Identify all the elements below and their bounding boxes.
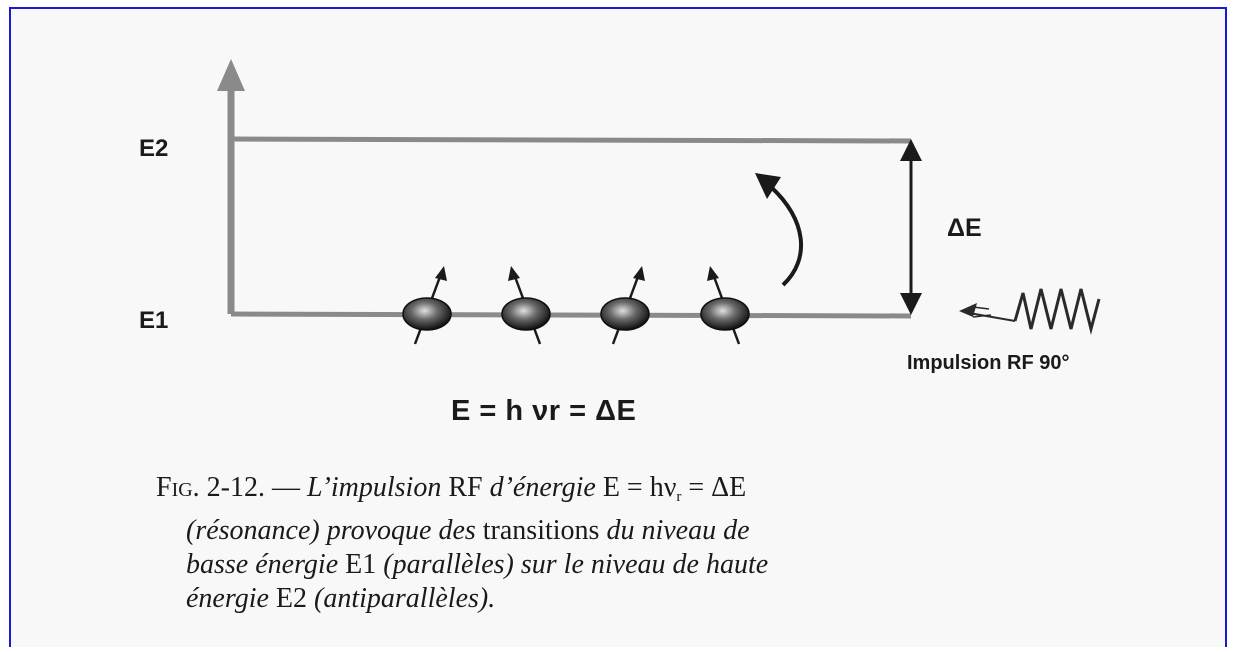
rf-wave-icon bbox=[959, 288, 1101, 335]
caption-text: (antiparallèles). bbox=[314, 583, 496, 614]
caption-text: RF bbox=[448, 472, 483, 503]
spin-2 bbox=[501, 266, 551, 345]
spin-4 bbox=[700, 266, 750, 345]
figure-caption: Fig. 2-12. — L’impulsion RF d’énergie E … bbox=[156, 471, 1216, 616]
caption-text: E1 bbox=[345, 549, 377, 580]
caption-text: énergie bbox=[186, 583, 269, 614]
rf-pulse-label: Impulsion RF 90° bbox=[907, 352, 1070, 374]
caption-line-1: Fig. 2-12. — L’impulsion RF d’énergie E … bbox=[156, 471, 1216, 514]
figure-frame: E2 E1 ΔE Impulsion RF 90° E = h νr = ΔE … bbox=[9, 7, 1227, 647]
caption-text: (parallèles) sur le niveau de haute bbox=[383, 549, 769, 580]
level-e1-line bbox=[230, 311, 912, 319]
caption-text: du niveau de bbox=[606, 515, 750, 546]
caption-subscript: r bbox=[676, 489, 682, 505]
caption-text: = ΔE bbox=[688, 472, 747, 503]
caption-text: E2 bbox=[275, 583, 308, 614]
level-e2-line bbox=[230, 136, 912, 144]
caption-text: (résonance) provoque des bbox=[186, 515, 476, 546]
caption-line-4: énergie E2 (antiparallèles). bbox=[156, 582, 1216, 616]
caption-text: d’énergie bbox=[489, 472, 596, 503]
caption-text: transitions bbox=[482, 515, 600, 546]
spin-1 bbox=[402, 266, 452, 345]
caption-line-3: basse énergie E1 (parallèles) sur le niv… bbox=[156, 548, 1216, 582]
energy-level-diagram bbox=[217, 59, 1101, 345]
caption-text: L’impulsion bbox=[307, 472, 442, 503]
caption-text: basse énergie bbox=[186, 549, 339, 580]
level-e1-label: E1 bbox=[139, 307, 169, 334]
energy-axis bbox=[217, 59, 245, 314]
caption-dash: — bbox=[272, 472, 300, 503]
resonance-equation: E = h νr = ΔE bbox=[451, 395, 637, 427]
delta-e-double-arrow bbox=[900, 139, 922, 315]
level-e2-label: E2 bbox=[139, 135, 169, 162]
caption-line-2: (résonance) provoque des transitions du … bbox=[156, 514, 1216, 548]
spin-3 bbox=[600, 266, 650, 345]
transition-curved-arrow bbox=[755, 173, 804, 287]
figure-number: Fig. 2-12. bbox=[156, 472, 265, 503]
delta-e-label: ΔE bbox=[947, 214, 982, 242]
caption-text: E = hν bbox=[602, 472, 677, 503]
